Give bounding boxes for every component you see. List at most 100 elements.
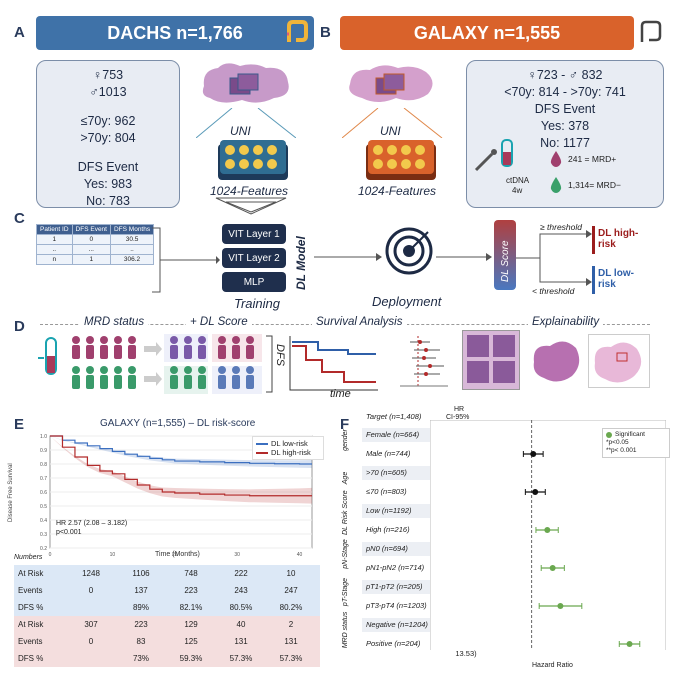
table-row: DFS % 73% 59.3% 57.3% 57.3% [14, 650, 320, 667]
dl-score-title: + DL Score [186, 316, 252, 328]
table-cell: 80.5% [229, 603, 253, 612]
table-cell: 89% [132, 603, 149, 612]
table-cell: 82.1% [179, 603, 203, 612]
x-tick-label: 40 [297, 552, 303, 558]
ctdna-time: 4w [512, 186, 523, 195]
row-label: DFS % [18, 654, 44, 663]
low-risk-bar [592, 266, 595, 294]
hr-header: HR [454, 406, 465, 413]
table-cell: 247 [284, 586, 298, 595]
dl-score-bar [494, 220, 516, 290]
table-cell: .. [36, 244, 73, 255]
survival-analysis-title: Survival Analysis [312, 316, 407, 328]
forest-row-label: Female (n=664) [362, 428, 432, 442]
y-tick-label: 0.6 [40, 490, 47, 496]
dachs-zoom-lines [195, 107, 297, 139]
low-risk-rows: At Risk 1248 1106 748 222 10 Events 0 13… [14, 565, 320, 616]
table-to-model-connector [150, 226, 220, 296]
mrd-status-title: MRD status [80, 316, 149, 328]
panel-d-letter: D [14, 318, 25, 335]
panel-a-letter: A [14, 24, 25, 41]
y-tick-label: 0.9 [40, 448, 47, 454]
bracket [266, 334, 276, 394]
arrow-to-dl-score [436, 250, 494, 264]
mlp-layer: MLP [222, 272, 286, 292]
training-data-table: Patient ID DFS Event DFS Months 1 0 30.5… [36, 224, 155, 265]
km-ci-band [50, 436, 312, 504]
time-axis-label: time [330, 388, 351, 400]
forest-group-label: MRD status [342, 611, 349, 649]
legend-p05: *p<0.05 [606, 439, 629, 446]
threshold-split-lines [516, 228, 592, 288]
table-cell: 1 [36, 234, 73, 245]
forest-row-label: pT3-pT4 (n=1203) [366, 601, 427, 610]
hr-point [626, 641, 633, 647]
risk-table: Numbers At Risk 1248 1106 748 222 10 Eve… [14, 554, 320, 667]
panel-b-letter: B [320, 24, 331, 41]
table-cell: 223 [134, 620, 148, 629]
forest-row-label: High (n=216) [366, 525, 410, 534]
x-tick-label: 30 [234, 552, 240, 558]
panel-c-letter: C [14, 210, 25, 227]
high-risk-bar [592, 226, 595, 254]
blood-tube-icon [36, 334, 66, 384]
galaxy-sex: ♀723 - ♂ 832 [527, 68, 603, 82]
km-lines [50, 435, 312, 497]
col-header-patient-id: Patient ID [36, 224, 73, 235]
row-label: At Risk [18, 620, 44, 629]
forest-row-label: Negative (n=1204) [362, 618, 432, 632]
legend-high-label: DL high-risk [271, 448, 311, 457]
hr-point [544, 527, 551, 533]
table-cell: 1106 [132, 569, 150, 578]
table-cell: 0 [71, 234, 111, 245]
y-tick-label: 0.3 [40, 532, 47, 538]
panel-e-letter: E [14, 416, 25, 433]
galaxy-age: <70y: 814 - >70y: 741 [504, 85, 626, 99]
table-cell: 125 [184, 637, 198, 646]
table-cell: n [36, 254, 73, 265]
galaxy-feature-tiles [366, 140, 436, 180]
forest-row: Female (n=664) [0, 426, 680, 446]
hr-text: HR 2.57 (2.08 – 3.182) [56, 520, 128, 527]
galaxy-dfs-yes: Yes: 378 [540, 119, 590, 133]
table-row: n 1 306.2 [36, 254, 155, 265]
table-row: .. ... .. [36, 244, 155, 255]
table-cell: 40 [236, 620, 246, 629]
table-cell: 0 [88, 637, 94, 646]
y-tick-label: 0.7 [40, 476, 47, 482]
row-label: Events [18, 586, 43, 595]
galaxy-uni-label: UNI [380, 124, 401, 138]
legend-low-swatch [256, 442, 268, 445]
forest-row-label: pN1-pN2 (n=714) [366, 563, 425, 572]
dachs-dfs-event: DFS Event [77, 160, 139, 174]
mrd-negative-drop-icon [548, 176, 564, 194]
table-cell: 80.2% [279, 603, 303, 612]
legend-low-label: DL low-risk [271, 439, 308, 448]
legend-high-swatch [256, 451, 268, 454]
tile-heatmap-thumbnail [462, 330, 520, 390]
dl-model-label: DL Model [294, 236, 308, 290]
km-legend: DL low-risk DL high-risk [252, 436, 324, 460]
table-cell: .. [109, 244, 155, 255]
high-risk-rows: At Risk 307 223 129 40 2 Events 0 83 125… [14, 616, 320, 667]
lt-threshold-label: < threshold [532, 286, 575, 296]
target-label: Target (n=1,408) [366, 412, 422, 421]
dl-score-label: DL Score [500, 240, 511, 282]
km-series-line [50, 435, 312, 465]
galaxy-dfs-event: DFS Event [534, 102, 596, 116]
table-cell: 57.3% [279, 654, 303, 663]
dachs-feature-tiles [218, 140, 288, 180]
table-cell: 2 [288, 620, 294, 629]
dachs-age-gt70: >70y: 804 [80, 131, 136, 145]
dachs-dfs-yes: Yes: 983 [83, 177, 133, 191]
forest-row-label: ≤70 (n=803) [366, 487, 407, 496]
significant-dot-icon [606, 432, 612, 438]
ge-threshold-label: ≥ threshold [540, 222, 582, 232]
forest-xlabel: Hazard Ratio [532, 662, 573, 669]
table-cell: 0 [88, 586, 94, 595]
forest-row-label: Low (n=1192) [362, 504, 432, 518]
table-cell: 129 [184, 620, 198, 629]
x-tick-label: 10 [110, 552, 116, 558]
row-label: Events [18, 637, 43, 646]
target-icon [384, 226, 434, 276]
